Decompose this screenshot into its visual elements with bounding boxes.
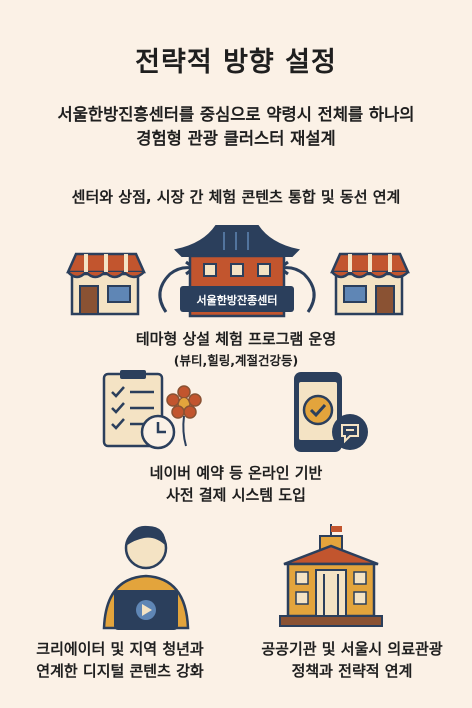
subtitle-line1: 서울한방진흥센터를 중심으로 약령시 전체를 하나의 [57, 105, 415, 124]
booking-line2: 사전 결제 시스템 도입 [166, 486, 306, 504]
creator-line1: 크리에이터 및 지역 청년과 [36, 640, 204, 658]
subtitle: 서울한방진흥센터를 중심으로 약령시 전체를 하나의 경험형 관광 클러스터 재… [0, 103, 472, 151]
creator-line2: 연계한 디지털 콘텐츠 강화 [36, 662, 204, 680]
right-shop-icon [330, 252, 410, 316]
center-sign: 서울한방잔종센터 [196, 294, 278, 307]
program-line1: 테마형 상설 체험 프로그램 운영 [135, 330, 337, 348]
subtitle-line2: 경험형 관광 클러스터 재설계 [136, 129, 336, 148]
left-shop-icon [66, 252, 146, 316]
creator-laptop-icon [102, 525, 190, 630]
program-caption: 테마형 상설 체험 프로그램 운영 (뷰티,힐링,계절건강등) [0, 328, 472, 372]
center-building-icon [158, 225, 316, 318]
public-caption: 공공기관 및 서울시 의료관광 정책과 전략적 연계 [240, 638, 464, 682]
program-line2: (뷰티,힐링,계절건강등) [173, 353, 299, 368]
creator-caption: 크리에이터 및 지역 청년과 연계한 디지털 콘텐츠 강화 [20, 638, 220, 682]
linkage-text: 센터와 상점, 시장 간 체험 콘텐츠 통합 및 동선 연계 [71, 188, 401, 206]
public-line2: 정책과 전략적 연계 [291, 662, 413, 680]
smartphone-booking-icon [294, 372, 368, 452]
checklist-icon [102, 370, 202, 450]
page-title: 전략적 방향 설정 [135, 47, 337, 78]
public-line1: 공공기관 및 서울시 의료관광 [261, 640, 443, 658]
booking-caption: 네이버 예약 등 온라인 기반 사전 결제 시스템 도입 [0, 462, 472, 506]
public-building-icon [279, 524, 383, 627]
booking-line1: 네이버 예약 등 온라인 기반 [149, 464, 323, 482]
